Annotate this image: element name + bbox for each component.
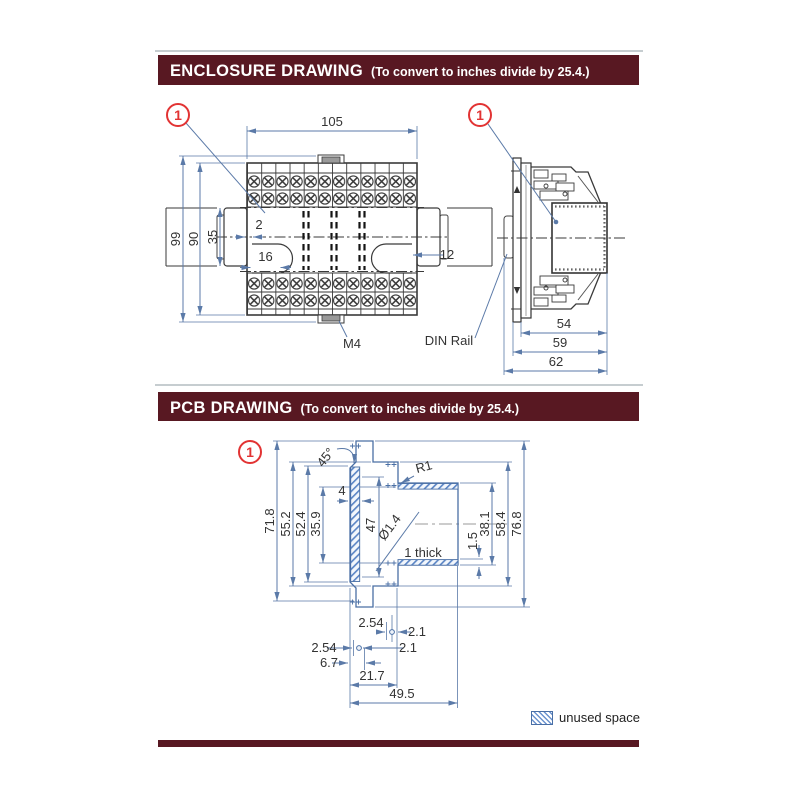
pcb-overall-width: 49.5: [389, 686, 414, 701]
pcb-dim-1-5: 1.5: [465, 532, 480, 550]
front-callout: 1: [174, 107, 182, 123]
section-rule-top: [155, 50, 643, 52]
side-dim-62: 62: [549, 354, 563, 369]
pcb-inner-height: 47: [363, 518, 378, 532]
pcb-callout-circle: [238, 440, 262, 464]
legend: unused space: [531, 710, 640, 725]
pcb-dim-38-1: 38.1: [477, 511, 492, 536]
pcb-radius-label: R1: [414, 457, 434, 476]
side-dim-54: 54: [557, 316, 571, 331]
pcb-hole-top: 2.1: [408, 624, 426, 639]
pcb-inner-width: 21.7: [359, 668, 384, 683]
pcb-title: PCB DRAWING: [170, 399, 293, 417]
pcb-pitch-top: 2.54: [358, 615, 383, 630]
front-dim-rail-height: 35: [205, 230, 220, 244]
side-dim-59: 59: [553, 335, 567, 350]
bottom-bar: [158, 740, 639, 747]
pcb-dim-35-9: 35.9: [308, 511, 323, 536]
enclosure-front-view: 105 99 90 35 2 16 12 M4: [165, 103, 493, 351]
hatch-swatch-icon: [531, 710, 553, 725]
pcb-offset: 6.7: [320, 655, 338, 670]
front-dim-depth: 12: [440, 247, 454, 262]
front-callout-circle: [166, 103, 190, 127]
pcb-hole-right: 2.1: [399, 640, 417, 655]
pcb-dim-71-8: 71.8: [262, 508, 277, 533]
side-callout: 1: [476, 107, 484, 123]
pcb-strip-width: 4: [338, 483, 345, 498]
din-rail-label: DIN Rail: [425, 333, 474, 348]
front-dim-width: 105: [321, 114, 343, 129]
pcb-drawing: 71.8 55.2 52.4 35.9 1.5 38.1 58.4 76.8 4…: [238, 440, 530, 708]
pcb-dim-58-4: 58.4: [493, 511, 508, 536]
legend-label: unused space: [559, 710, 640, 725]
enclosure-subtitle: (To convert to inches divide by 25.4.): [371, 65, 590, 79]
enclosure-title: ENCLOSURE DRAWING: [170, 62, 364, 80]
section-rule-mid: [155, 384, 643, 386]
enclosure-side-view: 54 59 62 DIN Rail 1: [425, 103, 628, 375]
front-dim-gap: 2: [255, 217, 262, 232]
front-dim-height-body: 90: [186, 232, 201, 246]
pcb-thickness: 1 thick: [404, 545, 442, 560]
pcb-pitch-left: 2.54: [311, 640, 336, 655]
pcb-header: PCB DRAWING (To convert to inches divide…: [158, 392, 639, 421]
front-dim-slot: 16: [258, 249, 272, 264]
pcb-dim-52-4: 52.4: [293, 511, 308, 536]
pcb-dim-55-2: 55.2: [278, 511, 293, 536]
front-screw-label: M4: [343, 336, 361, 351]
front-dim-height-overall: 99: [168, 232, 183, 246]
enclosure-header: ENCLOSURE DRAWING (To convert to inches …: [158, 55, 639, 85]
pcb-callout: 1: [246, 444, 254, 460]
pcb-dim-76-8: 76.8: [509, 511, 524, 536]
pcb-subtitle: (To convert to inches divide by 25.4.): [300, 402, 520, 416]
side-callout-circle: [468, 103, 492, 127]
